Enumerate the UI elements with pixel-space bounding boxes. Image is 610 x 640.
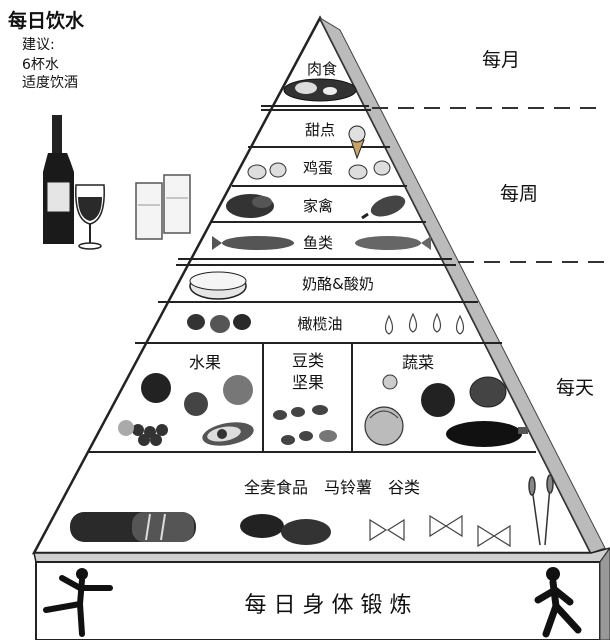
tier-poultry-label: 家禽 — [303, 197, 333, 215]
exercise-label: 每 日 身 体 锻 炼 — [245, 593, 412, 618]
water-title: 每日饮水 — [8, 10, 85, 32]
wine-glass-icon — [75, 184, 105, 250]
water-glass-icon — [135, 174, 191, 240]
steak-icon — [283, 78, 357, 102]
egg-icon — [247, 160, 391, 180]
runner-icon — [43, 568, 113, 637]
tier-dividers — [87, 105, 536, 453]
tier-fish-label: 鱼类 — [303, 234, 333, 252]
water-suggest: 建议: — [22, 37, 55, 53]
eggplant-icon — [446, 376, 528, 447]
bread-icon — [70, 512, 331, 545]
tier-vegetables-label: 蔬菜 — [402, 353, 434, 372]
tier-nuts-label: 坚果 — [292, 373, 324, 392]
olive-icon — [187, 314, 251, 333]
base-side-shade — [599, 547, 610, 640]
pyramid-side-shade — [318, 16, 606, 554]
tier-dairy-label: 奶酪&酸奶 — [302, 275, 374, 293]
tier-fruit-label: 水果 — [189, 353, 221, 372]
chicken-icon — [226, 194, 274, 218]
avocado-icon — [202, 422, 254, 446]
wine-bottle-icon — [43, 115, 74, 244]
grapes-icon — [118, 420, 168, 446]
tier-beans-label: 豆类 — [292, 351, 324, 370]
drumstick-icon — [361, 195, 406, 220]
frequency-weekly-label: 每周 — [500, 183, 538, 205]
wheat-icon — [528, 474, 554, 546]
tier-grains-label: 全麦食品 马铃薯 谷类 — [244, 478, 420, 497]
tier-meat-label: 肉食 — [307, 60, 337, 78]
pasta-icon — [369, 514, 511, 548]
frequency-monthly-label: 每月 — [482, 49, 520, 71]
cheese-icon — [189, 271, 247, 300]
olive-oil-drop-icon — [384, 312, 465, 335]
ice-cream-icon — [348, 125, 366, 160]
nut-icon — [273, 405, 337, 445]
frequency-daily-label: 每天 — [556, 377, 594, 399]
tomato-icon — [421, 383, 455, 417]
tier-sweets-label: 甜点 — [305, 121, 335, 139]
water-alcohol: 适度饮酒 — [22, 75, 78, 91]
tier-olive-oil-label: 橄榄油 — [297, 315, 342, 333]
exercise-base — [35, 561, 601, 640]
tier-eggs-label: 鸡蛋 — [303, 159, 333, 177]
cabbage-icon — [364, 374, 404, 446]
fish-icon — [212, 236, 431, 250]
apple-icon — [141, 373, 253, 416]
water-cups: 6杯水 — [22, 57, 59, 73]
jogger-icon — [534, 567, 582, 638]
